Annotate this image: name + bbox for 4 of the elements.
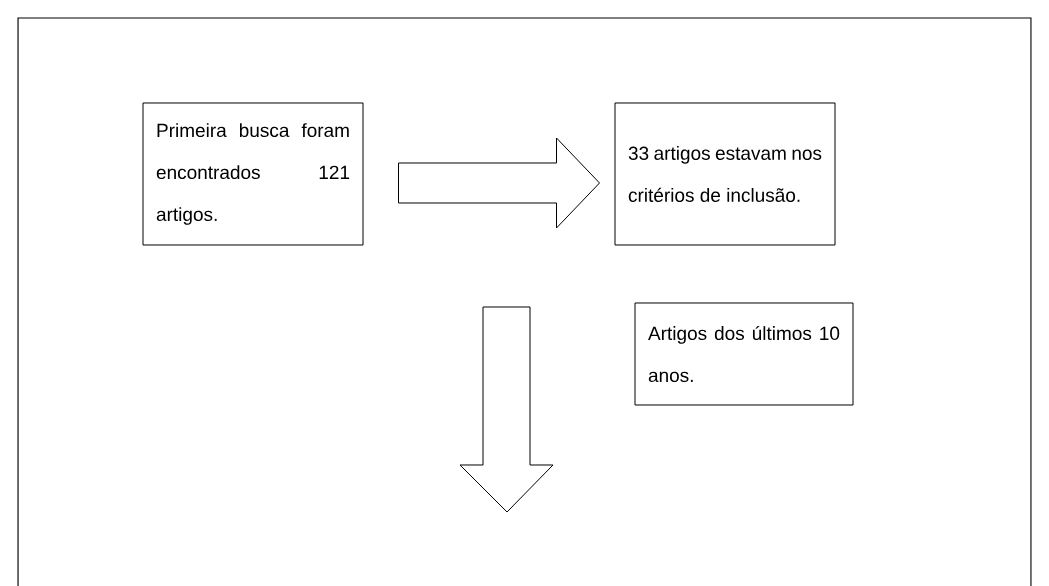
text-box: Artigos dos últimos 10 anos. [634, 302, 854, 406]
text-box: 33 artigos estavam nos critérios de inclusão. [614, 102, 836, 246]
block-arrow [398, 137, 600, 229]
text-box: Primeira busca foram encontrados 121 artigos. [142, 102, 364, 246]
